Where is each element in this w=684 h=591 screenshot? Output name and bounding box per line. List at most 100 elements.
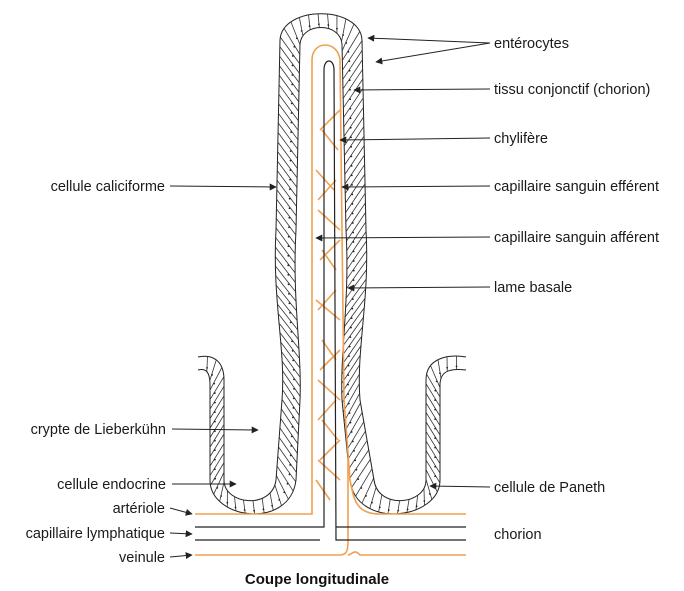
- label-cellule-caliciforme: cellule caliciforme: [51, 179, 165, 195]
- blood-vessels: [195, 45, 466, 555]
- cell-nucleus: [292, 417, 294, 419]
- cell-nucleus: [349, 70, 351, 72]
- cell-nucleus: [206, 367, 208, 369]
- epithelial-cell-divider: [210, 386, 224, 409]
- epithelial-cell-divider: [210, 360, 216, 381]
- cell-nucleus: [289, 474, 291, 476]
- cell-nucleus: [349, 89, 351, 91]
- epithelial-cell-divider: [350, 450, 369, 478]
- cell-nucleus: [348, 403, 350, 405]
- cell-nucleus: [214, 468, 216, 470]
- epithelial-cell-divider: [426, 450, 440, 473]
- label-cellule-endocrine: cellule endocrine: [57, 477, 166, 493]
- cell-nucleus: [287, 255, 289, 257]
- epithelial-cell-divider: [426, 422, 440, 445]
- cell-nucleus: [293, 388, 295, 390]
- epithelial-cell-divider: [235, 497, 236, 511]
- cell-nucleus: [350, 422, 352, 424]
- cell-nucleus: [214, 449, 216, 451]
- cell-nucleus: [292, 55, 294, 57]
- cell-nucleus: [351, 308, 353, 310]
- cell-nucleus: [345, 42, 347, 44]
- epithelial-cell-divider: [342, 19, 346, 42]
- epithelial-cell-divider: [344, 298, 365, 326]
- epithelial-cell-divider: [426, 431, 440, 454]
- cell-nucleus: [288, 226, 290, 228]
- cell-nucleus: [351, 431, 353, 433]
- epithelium-outline: [198, 7, 466, 514]
- cell-nucleus: [271, 505, 273, 507]
- epithelial-cell-divider: [283, 380, 300, 406]
- cell-nucleus: [290, 455, 292, 457]
- epithelial-cell-divider: [280, 428, 297, 453]
- cell-nucleus: [289, 464, 291, 466]
- cell-nucleus: [397, 510, 399, 512]
- cell-nucleus: [244, 509, 246, 511]
- cell-nucleus: [350, 146, 352, 148]
- cell-nucleus: [289, 179, 291, 181]
- cell-nucleus: [291, 84, 293, 86]
- epithelial-cell-divider: [210, 444, 224, 467]
- epithelial-cell-divider: [362, 478, 374, 503]
- label-capillaire-lymphatique: capillaire lymphatique: [26, 526, 165, 542]
- epithelial-cell-divider: [352, 459, 371, 487]
- cell-nucleus: [291, 436, 293, 438]
- epithelial-cell-divider: [426, 393, 440, 416]
- cell-nucleus: [292, 65, 294, 67]
- cell-nucleus: [214, 478, 216, 480]
- cell-nucleus: [351, 317, 353, 319]
- cell-nucleus: [416, 505, 418, 507]
- cell-nucleus: [214, 440, 216, 442]
- epithelial-cell-divider: [438, 360, 441, 378]
- cell-nucleus: [288, 293, 290, 295]
- cell-nucleus: [434, 390, 436, 392]
- epithelial-cell-divider: [427, 374, 440, 397]
- cell-nucleus: [353, 450, 355, 452]
- cell-nucleus: [348, 51, 350, 53]
- epithelial-cell-divider: [309, 15, 311, 30]
- epithelial-cell-divider: [210, 367, 222, 390]
- epithelial-cell-divider: [210, 424, 224, 447]
- cell-nucleus: [291, 340, 293, 342]
- epithelial-cell-divider: [346, 412, 362, 440]
- cell-nucleus: [287, 483, 289, 485]
- cell-nucleus: [292, 350, 294, 352]
- epithelial-cell-divider: [343, 327, 363, 355]
- epithelial-cell-divider: [345, 289, 366, 317]
- cell-nucleus: [288, 283, 290, 285]
- epithelial-cell-divider: [346, 279, 367, 307]
- label-chylifere: chylifère: [494, 131, 548, 147]
- epithelial-cell-divider: [426, 441, 440, 464]
- cell-nucleus: [296, 37, 298, 39]
- cell-nucleus: [327, 24, 329, 26]
- cell-nucleus: [349, 346, 351, 348]
- cell-nucleus: [360, 487, 362, 489]
- cell-nucleus: [288, 245, 290, 247]
- cell-nucleus: [289, 207, 291, 209]
- epithelial-cell-divider: [426, 384, 440, 407]
- epithelial-cell-divider: [342, 336, 362, 364]
- cell-nucleus: [352, 213, 354, 215]
- cell-nucleus: [353, 260, 355, 262]
- epithelial-cell-divider: [407, 499, 409, 512]
- epithelial-cell-divider: [220, 482, 224, 502]
- cell-nucleus: [342, 34, 344, 36]
- cell-nucleus: [289, 198, 291, 200]
- cell-nucleus: [336, 28, 338, 30]
- cell-nucleus: [351, 175, 353, 177]
- cell-nucleus: [434, 447, 436, 449]
- label-enterocytes: entérocytes: [494, 36, 569, 52]
- epithelial-cell-divider: [348, 431, 366, 459]
- cell-nucleus: [288, 302, 290, 304]
- epithelial-cell-divider: [284, 28, 300, 54]
- epithelial-cell-divider: [210, 405, 224, 428]
- epithelial-cell-divider: [253, 501, 255, 514]
- epithelial-cell-divider: [343, 317, 363, 345]
- epithelial-cell-divider: [426, 479, 432, 499]
- epithelial-cell-divider: [426, 470, 437, 492]
- cell-nucleus: [289, 312, 291, 314]
- cell-nucleus: [216, 487, 218, 489]
- epithelial-cell-divider: [346, 270, 366, 298]
- epithelial-cell-divider: [210, 396, 224, 419]
